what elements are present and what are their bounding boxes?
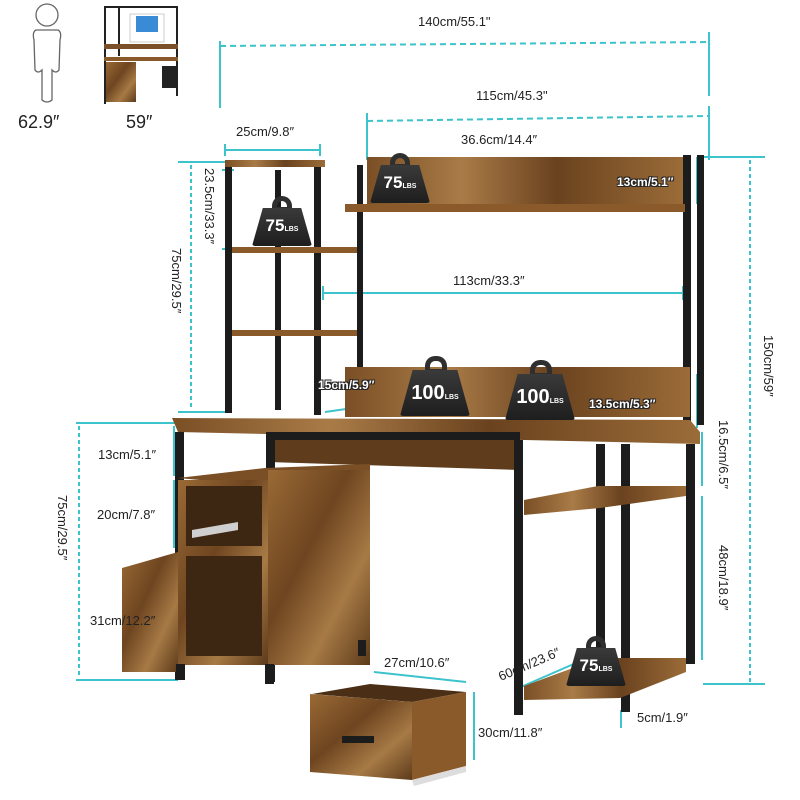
drawer (310, 684, 466, 786)
overall-height-label: 150cm/59″ (761, 335, 776, 397)
cubby-width-label: 36.6cm/14.4″ (461, 132, 538, 147)
drawer-height-label: 30cm/11.8″ (478, 725, 543, 740)
upper-shelf-gap-label: 16.5cm/6.5″ (716, 420, 731, 489)
cabinet-door-label: 31cm/12.2″ (90, 613, 156, 628)
top-cubby-height-label: 13cm/5.1″ (617, 175, 674, 189)
hutch-frame (225, 155, 704, 425)
cabinet-top-gap-label: 13cm/5.1″ (98, 447, 157, 462)
desk-thumbnail (104, 6, 178, 104)
riser-left-label: 15cm/5.9″ (318, 378, 375, 392)
drawer-depth-label: 27cm/10.6″ (384, 655, 450, 670)
person-icon (32, 3, 62, 103)
hutch-width-label: 115cm/45.3" (476, 88, 548, 103)
side-shelf-width-label: 25cm/9.8″ (236, 124, 295, 139)
hutch-height-label: 75cm/29.5″ (169, 248, 184, 314)
riser-right-label: 13.5cm/5.3″ (589, 397, 656, 411)
desk-height-label: 75cm/29.5″ (55, 495, 70, 561)
inner-width-label: 113cm/33.3″ (453, 273, 525, 288)
weight-icon: 75LBS (566, 636, 626, 686)
weight-icon: 100LBS (505, 360, 575, 420)
lower-shelf-gap-label: 48cm/18.9″ (716, 545, 731, 611)
thumbnail-height-label: 59″ (126, 112, 153, 132)
weight-icon: 100LBS (400, 356, 470, 416)
desktop (172, 418, 700, 444)
weight-icon: 75LBS (252, 196, 312, 246)
weight-icon: 75LBS (370, 153, 430, 203)
person-height-label: 62.9″ (18, 112, 60, 132)
cabinet (122, 464, 370, 684)
side-shelf-height-label: 23.5cm/33.3″ (202, 168, 217, 245)
cabinet-cubby-label: 20cm/7.8″ (97, 507, 156, 522)
overall-width-label: 140cm/55.1" (418, 14, 491, 29)
floor-clearance-label: 5cm/1.9″ (637, 710, 688, 725)
